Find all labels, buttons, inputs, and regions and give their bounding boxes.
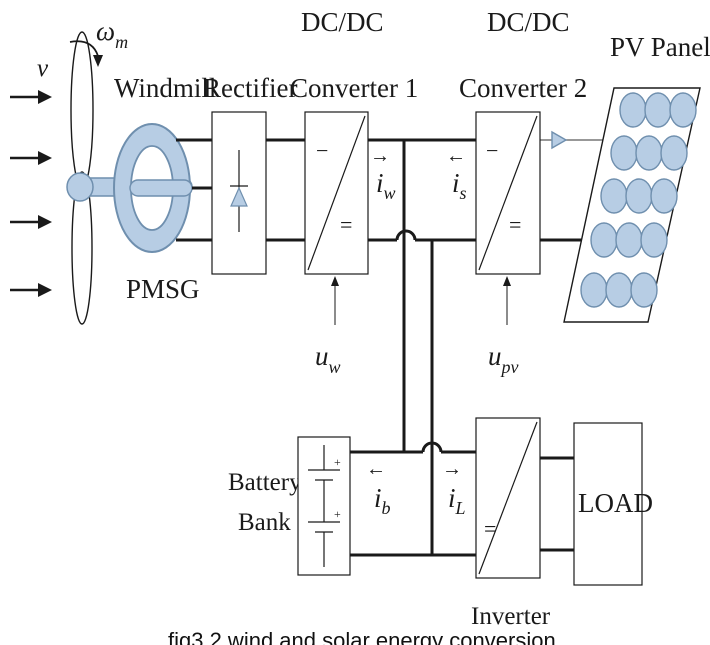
converter2-diagonal — [478, 115, 538, 271]
rotation-arrowhead — [93, 55, 103, 67]
converter1-dc-in: − — [316, 138, 328, 163]
uw-arrowhead — [331, 276, 339, 286]
rectifier-label: Rectifier — [203, 73, 297, 103]
pmsg-label: PMSG — [126, 274, 200, 304]
diode-symbol — [230, 150, 248, 232]
load-block — [573, 422, 643, 586]
blade-bottom — [71, 171, 93, 325]
converter2-label: Converter 2 — [459, 73, 587, 103]
iw-arrow: → — [370, 145, 390, 167]
windmill-rotor — [70, 31, 94, 325]
pv-panel — [563, 87, 701, 323]
wind-arrow-4 — [10, 283, 52, 297]
converter2-dc-in: − — [486, 138, 498, 163]
load-label: LOAD — [578, 488, 653, 518]
rotation-arc — [69, 40, 99, 57]
converter1-label: Converter 1 — [290, 73, 418, 103]
pv-input-arrow — [551, 130, 568, 150]
il-label: iL — [448, 483, 466, 518]
blade-top — [70, 31, 94, 189]
pv-cells — [580, 92, 697, 308]
upv-label: upv — [488, 341, 519, 377]
pv-panel-label: PV Panel — [610, 32, 710, 62]
wind-arrows — [10, 90, 52, 297]
wind-speed-label: v — [37, 55, 49, 82]
wind-arrow-2 — [10, 151, 52, 165]
iw-label: iw — [376, 168, 396, 203]
converter1-dc-out: = — [340, 212, 352, 237]
shaft-end — [129, 179, 193, 197]
converter2-type-label: DC/DC — [487, 7, 570, 37]
inverter-diagonal — [478, 421, 538, 575]
ib-label: ib — [374, 483, 391, 518]
inverter-label: Inverter — [471, 603, 551, 630]
windmill-label: Windmill — [114, 73, 216, 103]
il-arrow: → — [442, 458, 462, 480]
ib-arrow: ← — [366, 458, 386, 480]
upv-arrowhead — [503, 276, 511, 286]
is-arrow: ← — [446, 145, 466, 167]
wind-arrow-1 — [10, 90, 52, 104]
figure-caption: fig3.2 wind and solar energy conversion — [168, 628, 556, 645]
battery-label-line1: Battery — [228, 469, 302, 496]
battery-plus-1: + — [334, 455, 341, 469]
converter2-dc-out: = — [509, 212, 521, 237]
uw-label: uw — [315, 341, 341, 377]
wires — [176, 138, 610, 557]
battery-cells — [308, 445, 340, 567]
rotor-hub — [66, 172, 94, 202]
converter1-type-label: DC/DC — [301, 7, 384, 37]
converter1-block — [304, 111, 369, 275]
wind-arrow-3 — [10, 215, 52, 229]
rotor-speed-label: ωm — [96, 16, 128, 52]
converter1-diagonal — [307, 115, 366, 271]
battery-plus-2: + — [334, 507, 341, 521]
is-label: is — [452, 168, 467, 203]
battery-label-line2: Bank — [238, 509, 291, 536]
inverter-dc-sign: = — [484, 516, 496, 541]
